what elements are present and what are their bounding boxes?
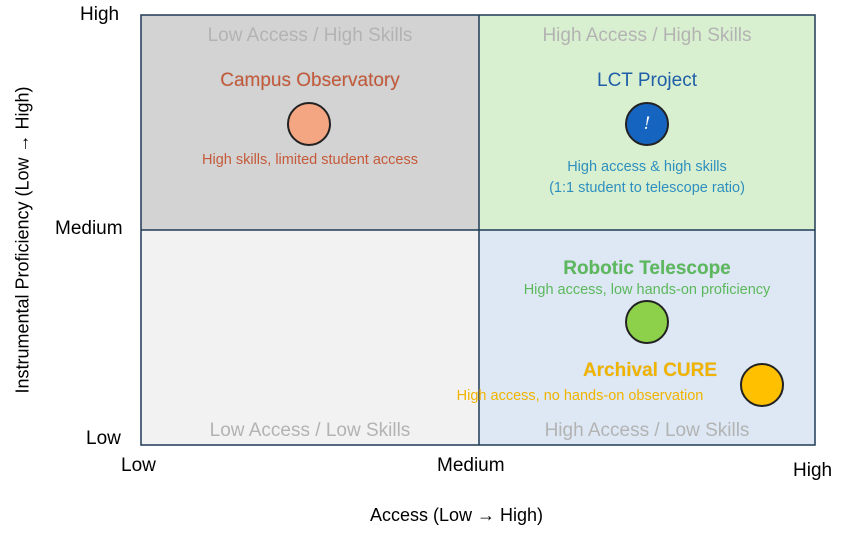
exclamation-icon: ! — [643, 114, 651, 134]
lct-project-description-line2: (1:1 student to telescope ratio) — [549, 180, 745, 196]
y-tick-high: High — [80, 4, 120, 25]
lct-project-marker: ! — [625, 102, 669, 146]
robotic-telescope-description: High access, low hands-on proficiency — [523, 282, 771, 298]
quadrant-label: High Access / High Skills — [542, 25, 752, 46]
quadrant-label: Low Access / Low Skills — [209, 420, 411, 441]
campus-observatory-description: High skills, limited student access — [202, 152, 418, 168]
y-axis-title: Instrumental Proficiency (Low → High) — [12, 86, 33, 394]
x-axis-title: Access (Low → High) — [370, 505, 544, 525]
x-tick-medium: Medium — [437, 455, 505, 476]
lct-project-title: LCT Project — [597, 70, 697, 91]
y-tick-low: Low — [86, 428, 121, 449]
campus-observatory-marker — [287, 102, 331, 146]
quadrant-low-access-low-skills: Low Access / Low Skills — [141, 230, 479, 445]
quadrant-label: Low Access / High Skills — [207, 25, 413, 46]
x-tick-low: Low — [121, 455, 156, 476]
quadrant-label: High Access / Low Skills — [544, 420, 750, 441]
archival-cure-description: High access, no hands-on observation — [456, 388, 704, 404]
archival-cure-marker — [740, 363, 784, 407]
y-tick-medium: Medium — [55, 218, 123, 239]
archival-cure-title: Archival CURE — [582, 360, 718, 381]
robotic-telescope-marker — [625, 300, 669, 344]
x-tick-high: High — [793, 460, 833, 481]
lct-project-description-line1: High access & high skills — [567, 159, 727, 175]
campus-observatory-title: Campus Observatory — [220, 70, 400, 91]
robotic-telescope-title: Robotic Telescope — [563, 258, 731, 279]
